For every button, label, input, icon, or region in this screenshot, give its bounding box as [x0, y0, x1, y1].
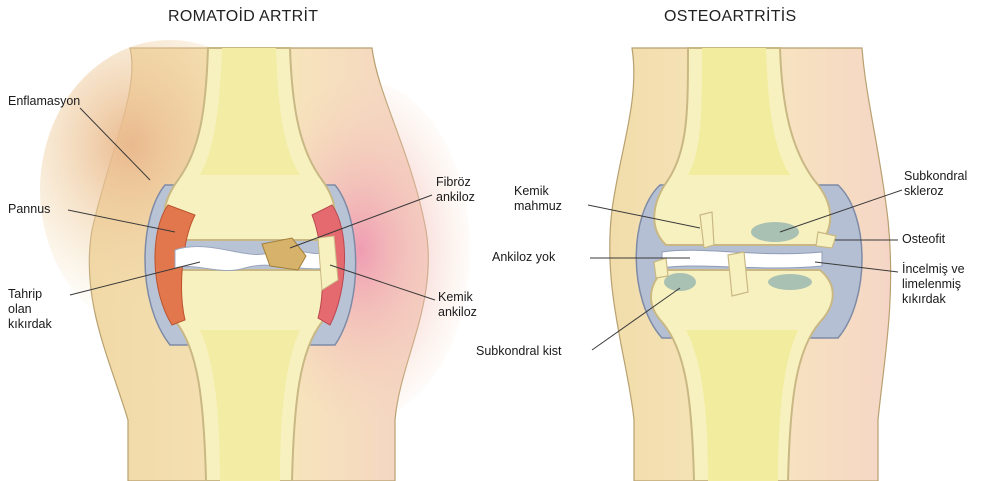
left-panel-title: ROMATOİD ARTRİT [168, 8, 318, 26]
label-incelmis-limelenmis-kikirdak: İncelmiş ve limelenmiş kıkırdak [902, 262, 965, 307]
osteoarthritis-joint [610, 48, 891, 481]
label-enflamasyon-text: Enflamasyon [8, 94, 80, 109]
label-kemik-mahmuz: Kemik mahmuz [514, 184, 562, 214]
label-enflamasyon: Enflamasyon [8, 94, 80, 109]
label-fibroz-line2: ankiloz [436, 190, 475, 205]
label-subkondral-kist-text: Subkondral kist [476, 344, 561, 359]
label-subkondral-skleroz-line2: skleroz [904, 184, 967, 199]
label-tahrip-line3: kıkırdak [8, 317, 52, 332]
bone-spur-central [728, 252, 748, 296]
label-tahrip-line2: olan [8, 302, 52, 317]
label-fibroz-line1: Fibröz [436, 175, 475, 190]
label-kemik-mahmuz-line2: mahmuz [514, 199, 562, 214]
label-pannus-text: Pannus [8, 202, 50, 217]
bony-ankylosis [318, 236, 338, 290]
label-kemik-ankiloz-line1: Kemik [438, 290, 477, 305]
label-pannus: Pannus [8, 202, 50, 217]
osteophyte-left [654, 258, 668, 278]
label-ankiloz-yok: Ankiloz yok [492, 250, 555, 265]
right-panel-title: OSTEOARTRİTİS [664, 8, 797, 26]
label-osteofit-text: Osteofit [902, 232, 945, 247]
subchondral-sclerosis-upper [751, 222, 799, 242]
label-incelmis-line3: kıkırdak [902, 292, 965, 307]
label-incelmis-line1: İncelmiş ve [902, 262, 965, 277]
label-tahrip-line1: Tahrip [8, 287, 52, 302]
label-subkondral-skleroz-line1: Subkondral [904, 169, 967, 184]
label-ankiloz-yok-text: Ankiloz yok [492, 250, 555, 265]
label-kemik-ankiloz-line2: ankiloz [438, 305, 477, 320]
label-subkondral-kist: Subkondral kist [476, 344, 561, 359]
label-kemik-mahmuz-line1: Kemik [514, 184, 562, 199]
label-fibroz-ankiloz: Fibröz ankiloz [436, 175, 475, 205]
label-incelmis-line2: limelenmiş [902, 277, 965, 292]
label-osteofit: Osteofit [902, 232, 945, 247]
rheumatoid-arthritis-joint [40, 40, 470, 481]
subchondral-sclerosis-lower [768, 274, 812, 290]
label-kemik-ankiloz: Kemik ankiloz [438, 290, 477, 320]
label-subkondral-skleroz: Subkondral skleroz [904, 169, 967, 199]
label-tahrip-olan-kikirdak: Tahrip olan kıkırdak [8, 287, 52, 332]
